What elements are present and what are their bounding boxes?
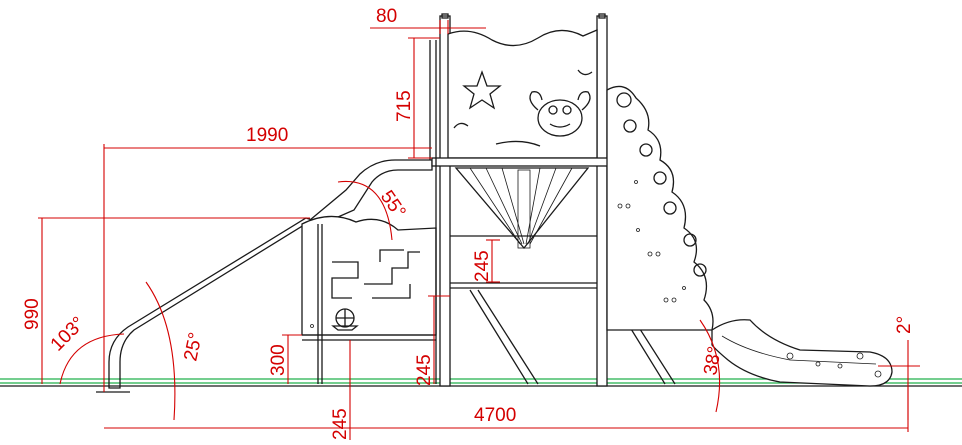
dim-label-slide-angle: 55°	[376, 187, 410, 223]
post-cap-left	[441, 13, 449, 19]
brace-left	[469, 289, 539, 385]
right-slide	[711, 319, 893, 387]
starfish-icon	[462, 70, 502, 110]
dim-label-step-height: 300	[268, 344, 289, 376]
upper-platform	[431, 157, 611, 167]
dim-25-arc	[145, 281, 176, 421]
slide-rail-upper	[309, 159, 433, 225]
roof-panel	[447, 29, 598, 159]
dim-label-exit-angle: 2°	[894, 316, 915, 334]
tower-post-left	[439, 15, 451, 387]
tower-post-right	[596, 15, 608, 387]
lower-module	[301, 215, 437, 384]
net-ropes	[469, 167, 573, 245]
dimension-lines	[38, 20, 920, 440]
exit-slide-body	[711, 319, 893, 387]
steering-wheel-icon	[331, 308, 359, 331]
maze-puzzle	[331, 249, 420, 299]
lower-module-panel	[301, 215, 437, 336]
dim-label-total-length: 4700	[474, 405, 516, 426]
bolt	[310, 324, 314, 328]
main-tower	[429, 13, 676, 387]
wave-mark-2	[453, 122, 469, 129]
dim-label-slide-slope: 25°	[180, 331, 207, 363]
dim-label-slide-reach: 1990	[246, 125, 288, 146]
wave-mark-3	[495, 140, 541, 147]
dim-label-ground-clearance: 245	[330, 408, 351, 440]
slide-bolts	[786, 352, 882, 378]
dim-103-arc	[59, 333, 125, 385]
dim-label-exit-angle-left: 103°	[47, 313, 90, 356]
dim-label-platform-step: 245	[472, 250, 493, 282]
dim-55-arc	[337, 180, 393, 241]
dim-38-arc	[699, 319, 721, 413]
wave-mark	[577, 69, 593, 76]
wall-panel	[606, 85, 714, 331]
dim-label-slide-height: 990	[22, 298, 43, 330]
dim-label-tube-slide-angle: 38°	[700, 345, 726, 377]
post-cap-right	[598, 13, 606, 19]
crab-icon	[529, 91, 591, 137]
climbing-wall	[606, 85, 714, 331]
net-center-rope	[517, 169, 531, 249]
dim-label-post-top: 80	[376, 6, 397, 27]
exit-slide-rail	[721, 335, 877, 365]
dim-label-platform-height: 245	[414, 354, 435, 386]
climbing-net	[454, 167, 590, 250]
dim-label-panel-height: 715	[394, 90, 415, 122]
climbing-holds	[616, 92, 707, 303]
